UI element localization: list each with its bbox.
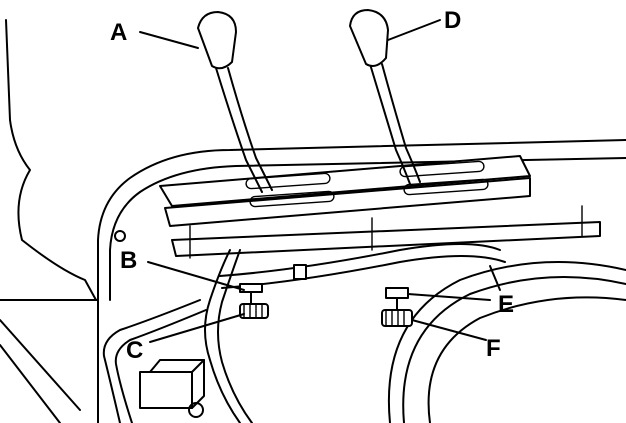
adjuster-knob-left: [239, 283, 269, 319]
lower-bracket: [171, 205, 601, 259]
lever-a: [197, 11, 273, 193]
bolt-hole: [114, 230, 126, 242]
adjuster-knob-right: [381, 287, 413, 327]
callout-d: D: [444, 7, 461, 34]
callout-f: F: [486, 335, 501, 362]
lever-rail: [159, 155, 531, 227]
seat-panel-outline: [0, 19, 99, 423]
leader-d: [387, 19, 441, 41]
lever-d: [349, 9, 421, 185]
lever-a-knob: [197, 11, 237, 70]
cables: [102, 243, 506, 423]
knob-e-nut: [385, 287, 409, 299]
callout-a: A: [110, 19, 127, 46]
console-housing: [97, 139, 626, 301]
leader-b: [147, 261, 245, 291]
leader-c: [149, 313, 245, 343]
leader-a: [139, 31, 199, 49]
slot-d-upper: [399, 160, 485, 178]
callout-e: E: [498, 291, 514, 318]
slot-a-upper: [245, 172, 331, 190]
cable-clip: [293, 264, 307, 280]
lever-d-knob: [349, 9, 389, 67]
slot-a-lower: [249, 190, 335, 208]
bottom-block: [139, 359, 205, 418]
hose-loop: [387, 261, 626, 423]
leader-f: [411, 319, 487, 341]
leader-e: [407, 293, 491, 301]
knob-c-thumbwheel: [239, 303, 269, 319]
callout-c: C: [126, 337, 143, 364]
leader-lines: [139, 19, 491, 343]
slot-d-lower: [403, 178, 489, 196]
callout-b: B: [120, 247, 137, 274]
